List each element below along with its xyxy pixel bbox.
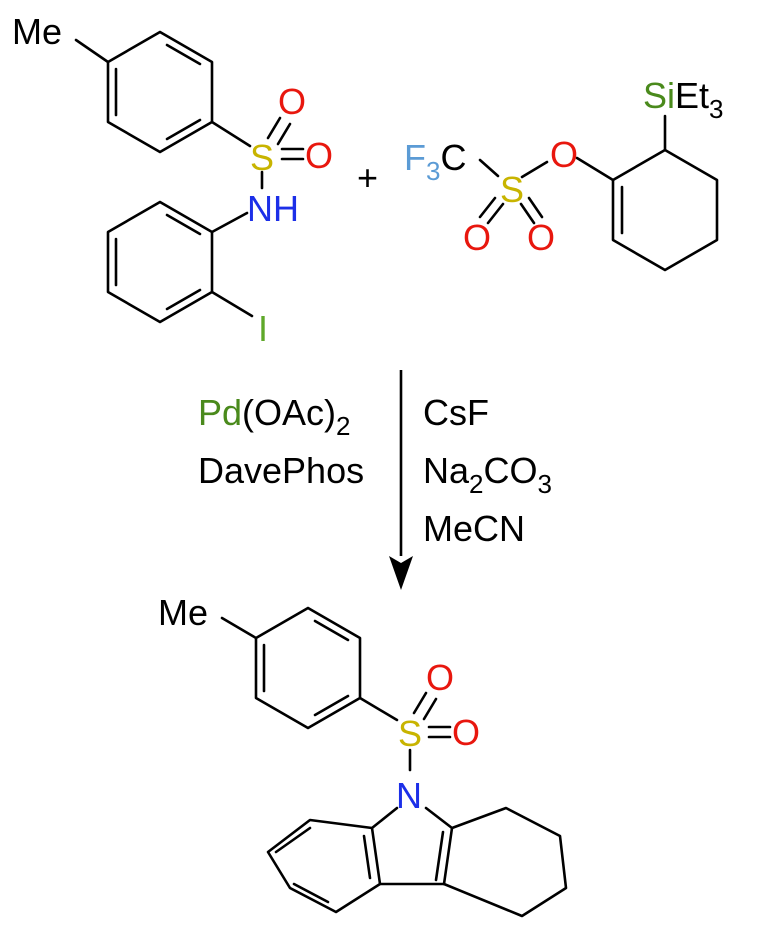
product-tolyl-ring	[220, 606, 399, 730]
reactant-2-fluorine-count: 3	[426, 156, 440, 186]
reactant-2-oxo-left-label: O	[463, 217, 491, 258]
product-oxo-top-label: O	[426, 657, 454, 698]
reactant-1-methyl-label: Me	[12, 11, 62, 52]
condition-catalyst: Pd(OAc)2	[198, 392, 351, 441]
catalyst-metal: Pd	[198, 392, 242, 433]
condition-solvent: MeCN	[423, 508, 525, 549]
reactant-1-iodine-label: I	[258, 308, 268, 349]
catalyst-count: 2	[336, 411, 350, 441]
reactant-1-iodoarene-ring	[106, 200, 254, 324]
condition-base-2: Na2CO3	[423, 450, 552, 499]
base-2-carbonate: CO	[484, 450, 538, 491]
base-2-sodium: Na	[423, 450, 470, 491]
reactant-2-ester-oxygen-label: O	[550, 134, 578, 175]
reactant-2-cyclohexene-ring	[611, 114, 719, 272]
reactant-2-triflyl-bonds	[478, 156, 615, 225]
reaction-conditions: Pd(OAc)2 DavePhos CsF Na2CO3 MeCN	[198, 392, 552, 549]
reactant-2-vinyl-triflate: F3C S O O O SiEt3	[404, 75, 724, 272]
plus-sign: +	[357, 157, 378, 198]
product-tetrahydrocarbazole: Me S O O N	[158, 592, 568, 918]
reaction-arrow-head	[389, 556, 413, 590]
reactant-2-cf3-label: F3C	[404, 137, 466, 186]
reactant-2-oxo-right-label: O	[527, 217, 555, 258]
base-2-oxygen-count: 3	[538, 469, 552, 499]
reactant-1-oxo-top-label: O	[278, 81, 306, 122]
product-oxo-right-label: O	[452, 712, 480, 753]
reactant-1-sulfonamide: Me S O O NH I	[12, 11, 333, 349]
product-methyl-label: Me	[158, 592, 208, 633]
catalyst-ligand: (OAc)	[242, 392, 336, 433]
product-sulfur-label: S	[398, 713, 422, 754]
product-carbazole-core	[266, 806, 568, 918]
product-sulfonyl-bonds	[408, 691, 452, 772]
base-2-sodium-count: 2	[469, 469, 483, 499]
reactant-1-sulfonyl-bonds	[260, 116, 305, 190]
reactant-1-tolyl-ring	[74, 30, 252, 154]
reactant-2-carbon: C	[440, 137, 466, 178]
reactant-1-oxo-right-label: O	[305, 135, 333, 176]
reactant-2-sulfur-label: S	[500, 169, 524, 210]
reactant-2-silicon: Si	[643, 75, 675, 116]
reactant-1-amine-label: NH	[247, 188, 299, 229]
reaction-arrow	[389, 370, 413, 590]
reactant-2-fluorine: F	[404, 137, 426, 178]
condition-ligand: DavePhos	[198, 450, 364, 491]
product-nitrogen-label: N	[396, 775, 422, 816]
reactant-2-silyl-label: SiEt3	[643, 75, 724, 124]
condition-base-1: CsF	[423, 392, 489, 433]
reactant-2-ethyl: Et	[675, 75, 709, 116]
reactant-1-sulfur-label: S	[250, 137, 274, 178]
reactant-2-ethyl-count: 3	[709, 94, 723, 124]
